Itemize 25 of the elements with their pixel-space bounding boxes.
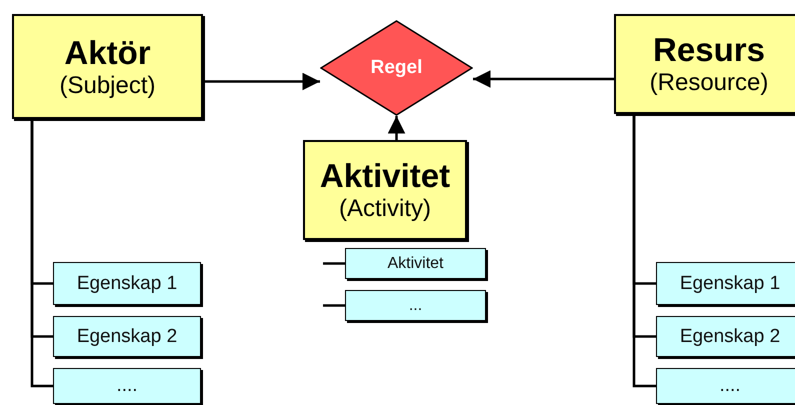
property-box: Egenskap 1 xyxy=(53,262,201,305)
entity-subtitle: (Resource) xyxy=(650,69,768,97)
entity-box xyxy=(12,14,203,119)
entity-title: Aktivitet xyxy=(320,157,450,196)
entity-subtitle: (Activity) xyxy=(339,195,431,223)
entity-box xyxy=(303,140,467,240)
entity-title: Aktör xyxy=(64,34,151,72)
property-box: Egenskap 2 xyxy=(53,316,201,357)
property-box: .... xyxy=(53,368,201,404)
property-box: ... xyxy=(345,290,486,321)
entity-subtitle: (Subject) xyxy=(59,72,156,100)
connector-line xyxy=(632,114,656,388)
property-box: Egenskap 1 xyxy=(656,262,795,305)
entity-box xyxy=(614,14,795,114)
property-box: Aktivitet xyxy=(345,248,486,279)
connector-line xyxy=(323,304,345,307)
rule-label: Regel xyxy=(370,57,422,79)
connector-line xyxy=(323,262,345,265)
arrow xyxy=(473,70,614,88)
arrow xyxy=(203,72,320,90)
connector-line xyxy=(30,119,53,388)
entity-title: Resurs xyxy=(653,31,765,70)
property-box: Egenskap 2 xyxy=(656,316,795,357)
property-box: .... xyxy=(656,368,795,404)
arrow xyxy=(388,116,406,140)
